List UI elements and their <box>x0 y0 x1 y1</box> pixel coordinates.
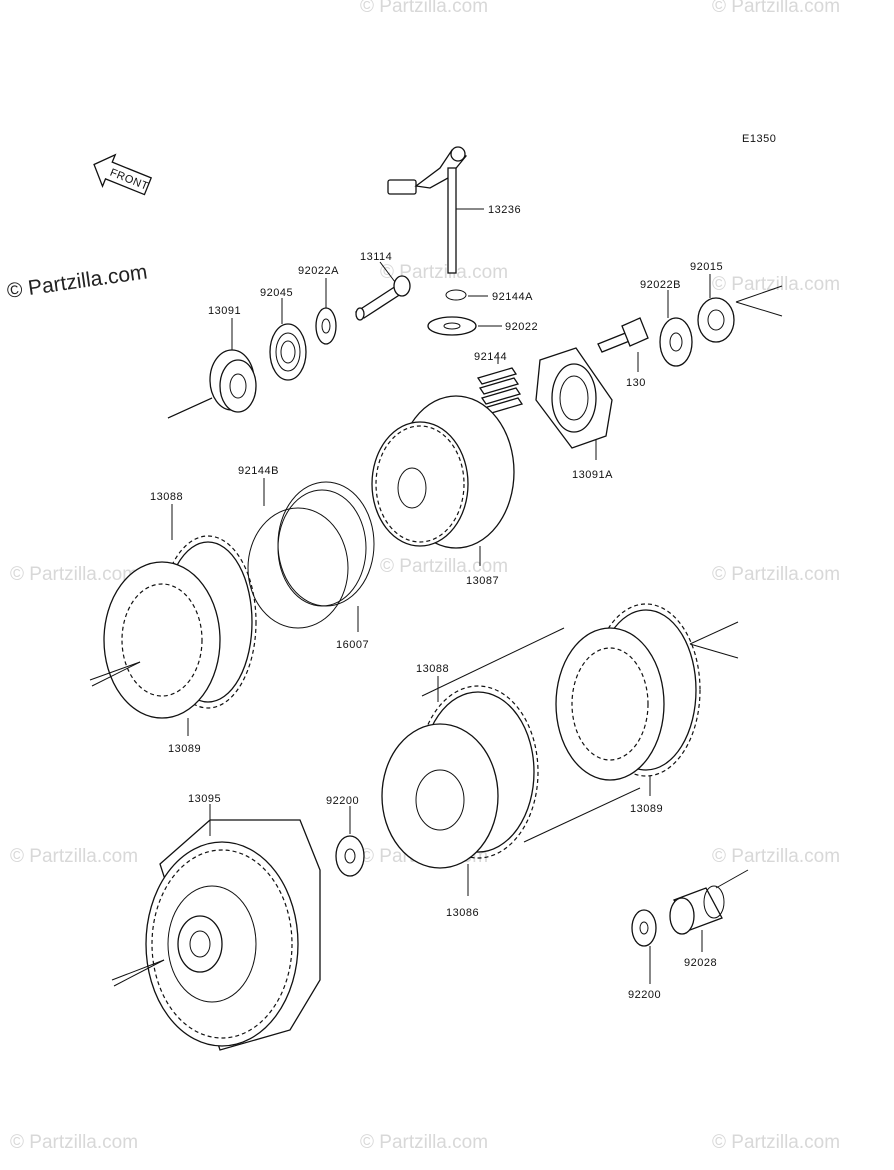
part-label: 92200 <box>628 989 661 1001</box>
housing-13095 <box>111 804 321 1051</box>
shaft-13114 <box>354 261 411 321</box>
part-label: 92200 <box>326 795 359 807</box>
ring-92144B <box>247 478 349 629</box>
washer-92022A <box>315 278 337 345</box>
clip-92144A <box>445 289 488 301</box>
plates-left <box>89 504 257 736</box>
push-lever-13236 <box>387 146 484 274</box>
part-label: 13087 <box>466 575 499 587</box>
part-label: 92045 <box>260 287 293 299</box>
washer-92022B <box>659 290 693 367</box>
part-label: 16007 <box>336 639 369 651</box>
part-label: 92144B <box>238 465 279 477</box>
part-label: 13089 <box>630 803 663 815</box>
plates-right <box>381 603 739 896</box>
collar-92028 <box>669 869 749 952</box>
ring-16007 <box>277 481 375 632</box>
watermark: © Partzilla.com <box>712 274 840 295</box>
plate-13091A <box>535 347 613 460</box>
watermark: © Partzilla.com <box>712 0 840 17</box>
part-label: 13088 <box>416 663 449 675</box>
part-label: 92028 <box>684 957 717 969</box>
hub-13087 <box>371 395 515 566</box>
watermark: © Partzilla.com <box>380 262 508 283</box>
part-label: 13095 <box>188 793 221 805</box>
watermark-main: © Partzilla.com <box>5 260 148 302</box>
part-label: 13086 <box>446 907 479 919</box>
part-label: 92015 <box>690 261 723 273</box>
front-arrow-icon: FRONT <box>93 153 153 196</box>
washer-92200-right <box>631 909 657 984</box>
part-label: 13236 <box>488 204 521 216</box>
watermark: © Partzilla.com <box>712 846 840 867</box>
part-label: 92022B <box>640 279 681 291</box>
watermark: © Partzilla.com <box>360 0 488 17</box>
washer-92200-mid <box>335 806 365 877</box>
watermark: © Partzilla.com <box>380 556 508 577</box>
watermark: © Partzilla.com <box>10 564 138 585</box>
part-label: 92022A <box>298 265 339 277</box>
part-label: 92144 <box>474 351 507 363</box>
watermark: © Partzilla.com <box>712 564 840 585</box>
part-label: 13114 <box>360 251 392 263</box>
watermark: © Partzilla.com <box>10 1132 138 1153</box>
part-label: 13088 <box>150 491 183 503</box>
diagram-code: E1350 <box>742 133 776 145</box>
part-label: 13089 <box>168 743 201 755</box>
spring-92144 <box>476 352 524 415</box>
bolt-130 <box>597 317 649 372</box>
watermark: © Partzilla.com <box>10 846 138 867</box>
part-label: 13091 <box>208 305 241 317</box>
cap-13091 <box>167 318 257 419</box>
bearing-92045 <box>269 298 307 381</box>
part-label: 92144A <box>492 291 533 303</box>
part-label: 130 <box>626 377 646 389</box>
watermark: © Partzilla.com <box>712 1132 840 1153</box>
nut-92015 <box>697 274 783 343</box>
part-label: 13091A <box>572 469 613 481</box>
part-label: 92022 <box>505 321 538 333</box>
watermark: © Partzilla.com <box>360 1132 488 1153</box>
washer-92022 <box>427 316 502 336</box>
